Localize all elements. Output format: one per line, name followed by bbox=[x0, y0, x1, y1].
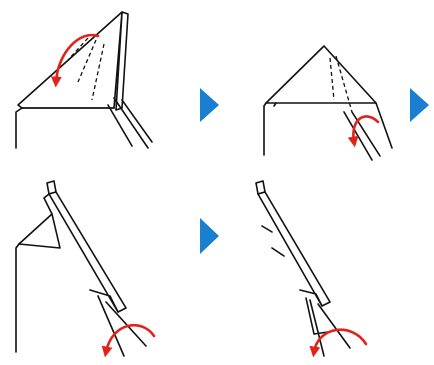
step-2-fold-guide-2 bbox=[335, 55, 353, 113]
step-4-roll-band bbox=[261, 225, 285, 257]
step-4-illustration bbox=[255, 180, 368, 358]
step-2-paper-left-inner bbox=[273, 102, 277, 107]
step-3-illustration bbox=[15, 180, 156, 358]
step-2-paper-left bbox=[263, 102, 267, 156]
step-4-fold-arrow-icon bbox=[309, 328, 368, 358]
step-2-fold-arrow-icon bbox=[347, 115, 380, 148]
step-2-fold-guide-1 bbox=[329, 57, 335, 101]
step-3-paper-left bbox=[15, 243, 20, 353]
step-1-fold-guide-3 bbox=[91, 43, 105, 101]
step-1-paper-right-edge bbox=[107, 97, 153, 149]
step-arrow-2-right-triangle-icon bbox=[410, 88, 429, 122]
step-2-illustration bbox=[263, 45, 393, 161]
step-3-roll-inner bbox=[43, 193, 147, 357]
step-1-fold-arrow-icon bbox=[50, 33, 100, 88]
step-3-fold-arrow-icon bbox=[101, 323, 156, 358]
step-arrow-3-right-triangle-icon bbox=[200, 218, 219, 254]
step-3-flap bbox=[18, 213, 61, 249]
step-1-paper-body bbox=[15, 107, 23, 149]
step-arrow-1-right-triangle-icon bbox=[200, 88, 219, 122]
step-2-paper-sheet bbox=[265, 45, 377, 104]
step-4-roll-inner bbox=[299, 289, 351, 357]
step-1-paper-sheet bbox=[17, 11, 123, 109]
step-1-fold-guide-2 bbox=[77, 39, 97, 83]
step-4-roll-body bbox=[257, 191, 331, 307]
step-1-paper-back bbox=[115, 11, 129, 111]
step-1-illustration bbox=[15, 11, 153, 149]
step-1-fold-guide-1 bbox=[67, 37, 89, 61]
step-3-roll-body bbox=[48, 191, 127, 313]
